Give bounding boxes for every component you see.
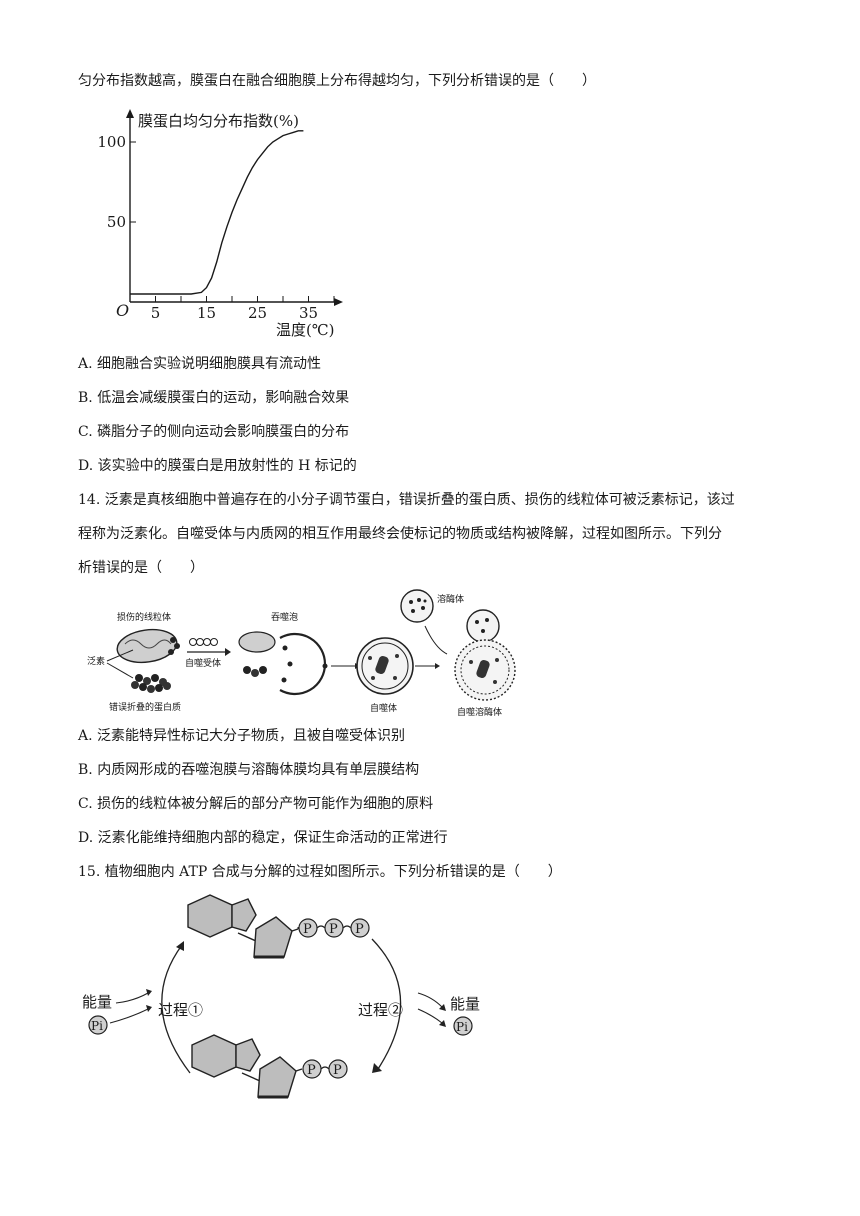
y-tick-label: 100 bbox=[97, 133, 126, 151]
label-misfolded: 错误折叠的蛋白质 bbox=[109, 701, 181, 713]
q14-stem-line-2: 程称为泛素化。自噬受体与内质网的相互作用最终会使标记的物质或结构被降解，过程如图… bbox=[78, 526, 722, 542]
energy-right-label: 能量 bbox=[450, 995, 480, 1013]
x-tick-label: 35 bbox=[299, 304, 318, 322]
phosphate-3 bbox=[350, 918, 370, 938]
chart-x-axis-label: 温度(℃) bbox=[276, 321, 334, 339]
label-ubiquitin: 泛素 bbox=[87, 655, 105, 667]
q14-option-d: D. 泛素化能维持细胞内部的稳定，保证生命活动的正常进行 bbox=[78, 830, 448, 846]
x-tick-label: 25 bbox=[248, 304, 267, 322]
process1-arc bbox=[161, 944, 191, 1074]
phosphate-5 bbox=[328, 1059, 348, 1079]
svg-text:P: P bbox=[329, 922, 338, 937]
x-tick-label: 15 bbox=[197, 304, 216, 322]
energy-left-label: 能量 bbox=[82, 993, 112, 1011]
autophagy-receptor bbox=[189, 638, 218, 646]
autolysosome bbox=[454, 609, 516, 701]
x-tick-label: 5 bbox=[151, 304, 161, 322]
lysosome bbox=[400, 589, 434, 623]
q14-stem-line-1: 14. 泛素是真核细胞中普遍存在的小分子调节蛋白，错误折叠的蛋白质、损伤的线粒体… bbox=[78, 492, 735, 508]
pi-right-icon bbox=[453, 1016, 473, 1036]
misfolded-proteins bbox=[131, 674, 171, 693]
q13-option-d: D. 该实验中的膜蛋白是用放射性的 H 标记的 bbox=[78, 458, 357, 474]
chart-series-line bbox=[130, 130, 304, 295]
svg-text:P: P bbox=[303, 922, 312, 937]
question-13-stem-end: 匀分布指数越高，膜蛋白在融合细胞膜上分布得越均匀，下列分析错误的是（ ） bbox=[78, 73, 596, 89]
label-autolysosome: 自噬溶酶体 bbox=[457, 706, 502, 718]
q14-option-a: A. 泛素能特异性标记大分子物质，且被自噬受体识别 bbox=[78, 728, 406, 744]
svg-text:P: P bbox=[307, 1063, 316, 1078]
q14-stem-line-3: 析错误的是（ ） bbox=[78, 560, 204, 576]
label-phagophore: 吞噬泡 bbox=[271, 611, 298, 623]
svg-text:Pi: Pi bbox=[91, 1019, 103, 1033]
y-tick-label: 50 bbox=[107, 213, 126, 231]
damaged-mitochondrion bbox=[116, 628, 180, 664]
svg-text:P: P bbox=[333, 1063, 342, 1078]
svg-text:P: P bbox=[355, 922, 364, 937]
chart-ticks: 5 15 25 35 50 100 bbox=[97, 133, 335, 322]
q14-option-c: C. 损伤的线粒体被分解后的部分产物可能作为细胞的原料 bbox=[78, 796, 434, 812]
chart-origin-label: O bbox=[116, 301, 129, 320]
label-autophagosome: 自噬体 bbox=[370, 702, 397, 714]
q15-stem: 15. 植物细胞内 ATP 合成与分解的过程如图所示。下列分析错误的是（ ） bbox=[78, 864, 562, 880]
autophagy-figure: 损伤的线粒体 泛素 错误折叠的蛋白质 自噬受体 吞噬泡 自噬体 溶酶体 bbox=[87, 589, 516, 718]
atp-molecule: P P P bbox=[187, 894, 370, 959]
q13-option-c: C. 磷脂分子的侧向运动会影响膜蛋白的分布 bbox=[78, 424, 350, 440]
autophagosome bbox=[356, 637, 414, 695]
q13-option-a: A. 细胞融合实验说明细胞膜具有流动性 bbox=[78, 356, 322, 372]
x-axis-arrow bbox=[334, 298, 343, 306]
pi-left-icon bbox=[88, 1015, 108, 1035]
process1-label: 过程① bbox=[158, 1001, 203, 1019]
q13-option-b: B. 低温会减缓膜蛋白的运动，影响融合效果 bbox=[78, 390, 350, 406]
adp-molecule: P P bbox=[191, 1034, 348, 1099]
membrane-protein-chart: 5 15 25 35 50 100 膜蛋白均匀分布指数(%) 温度(℃) O bbox=[97, 109, 343, 339]
process2-label: 过程② bbox=[358, 1001, 403, 1019]
label-autophagy-receptor: 自噬受体 bbox=[185, 657, 221, 669]
process2-arc bbox=[371, 938, 402, 1070]
chart-y-axis-label: 膜蛋白均匀分布指数(%) bbox=[138, 112, 299, 130]
label-lysosome: 溶酶体 bbox=[437, 593, 464, 605]
label-damaged-mito: 损伤的线粒体 bbox=[117, 611, 171, 623]
phagophore-stage bbox=[238, 631, 328, 696]
q14-option-b: B. 内质网形成的吞噬泡膜与溶酶体膜均具有单层膜结构 bbox=[78, 762, 420, 778]
svg-text:Pi: Pi bbox=[456, 1020, 468, 1034]
y-axis-arrow bbox=[126, 109, 134, 118]
atp-cycle-figure: P P P P P 能量 Pi 过程① 过程② 能量 Pi bbox=[82, 894, 480, 1099]
